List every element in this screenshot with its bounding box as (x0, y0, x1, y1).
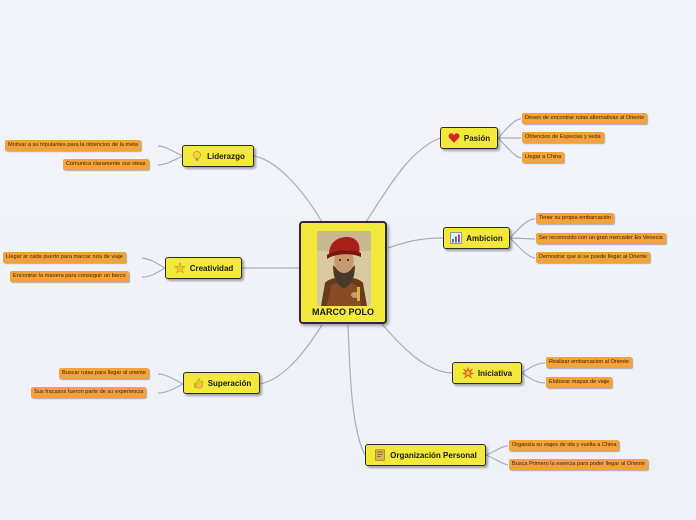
topic-superacion[interactable]: Superación (183, 372, 260, 394)
topic-liderazgo[interactable]: Liderazgo (182, 145, 254, 167)
topic-label: Organización Personal (390, 450, 477, 460)
subtopic[interactable]: Motivar a su tripulantes para la obtenci… (5, 140, 141, 151)
chart-icon (450, 232, 463, 244)
burst-icon (461, 366, 475, 379)
subtopic[interactable]: Realizar embarcacion al Oriente (546, 357, 632, 368)
subtopic[interactable]: Llegar a China (522, 152, 565, 163)
subtopic[interactable]: Ser reconocido con un gran mercader En V… (536, 233, 666, 244)
bulb-icon (191, 150, 203, 162)
subtopic[interactable]: Sus fracasos fueron parte de su experien… (31, 387, 147, 398)
subtopic[interactable]: Busca Primero la esencia para poder lleg… (509, 459, 649, 470)
central-topic[interactable]: MARCO POLO (299, 221, 387, 324)
notebook-icon (374, 449, 386, 461)
subtopic[interactable]: Tener su propia embarcación (536, 213, 615, 224)
topic-creatividad[interactable]: Creatividad (165, 257, 242, 279)
subtopic[interactable]: Demostrar que si se puede llegar al Orie… (536, 252, 651, 263)
marco-polo-portrait (317, 231, 371, 306)
topic-label: Liderazgo (207, 151, 245, 161)
topic-ambicion[interactable]: Ambicion (443, 227, 510, 249)
topic-iniciativa[interactable]: Iniciativa (452, 362, 522, 384)
star-icon (173, 262, 186, 274)
heart-icon (448, 132, 460, 144)
subtopic[interactable]: Obtencion de Especias y seda (522, 132, 604, 143)
topic-pasion[interactable]: Pasión (440, 127, 498, 149)
topic-label: Superación (207, 378, 252, 388)
topic-label: Pasión (463, 133, 491, 143)
subtopic[interactable]: Elaborar mapas de viaje (546, 377, 613, 388)
subtopic[interactable]: Llegar ar cada puerto para marcar ruta d… (3, 252, 126, 263)
topic-label: Creatividad (189, 263, 234, 273)
subtopic[interactable]: Organiza su viajes de ida y vuelta a Chi… (509, 440, 620, 451)
subtopic[interactable]: Comunica claramente sus ideas (63, 159, 149, 170)
subtopic[interactable]: Buscar rutas para llegar al oriente (59, 368, 149, 379)
central-topic-label: MARCO POLO (312, 307, 374, 317)
topic-label: Iniciativa (477, 368, 513, 378)
thumb-icon (192, 377, 204, 389)
subtopic[interactable]: Encontrar la manera para conseguir un ba… (10, 271, 129, 282)
topic-label: Ambicion (466, 233, 503, 243)
subtopic[interactable]: Deseo de encontrar rutas alternativas al… (522, 113, 648, 124)
topic-organizacion-personal[interactable]: Organización Personal (365, 444, 486, 466)
